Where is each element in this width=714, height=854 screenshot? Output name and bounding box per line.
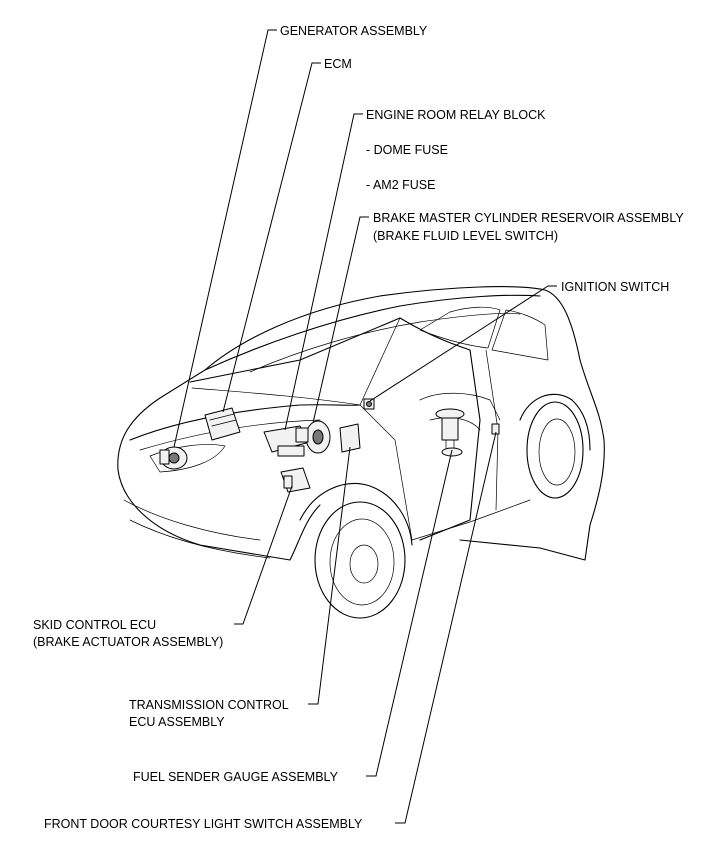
label-am2-fuse: - AM2 FUSE xyxy=(366,178,435,192)
leader-skid-control xyxy=(234,485,293,625)
fuel-sender-gauge-part xyxy=(435,408,465,457)
ignition-switch-part xyxy=(363,398,375,410)
label-generator-assembly: GENERATOR ASSEMBLY xyxy=(280,24,428,38)
label-ignition-switch: IGNITION SWITCH xyxy=(561,280,669,294)
leader-transmission xyxy=(308,446,351,705)
brake-master-cylinder-part xyxy=(295,420,331,454)
car-illustration xyxy=(117,286,605,619)
leader-door-courtesy xyxy=(395,431,497,824)
transmission-control-ecu-part xyxy=(339,423,361,453)
label-fuel-sender-gauge: FUEL SENDER GAUGE ASSEMBLY xyxy=(133,770,339,784)
leader-ignition-switch xyxy=(369,285,557,402)
label-transmission-line1: TRANSMISSION CONTROL xyxy=(129,698,289,712)
generator-assembly-part xyxy=(159,446,188,470)
label-door-courtesy-switch: FRONT DOOR COURTESY LIGHT SWITCH ASSEMBL… xyxy=(44,817,363,831)
label-ecm: ECM xyxy=(324,57,352,71)
label-dome-fuse: - DOME FUSE xyxy=(366,143,448,157)
ecm-part xyxy=(204,407,241,441)
leader-fuel-sender xyxy=(366,449,453,777)
label-brake-reservoir-line1: BRAKE MASTER CYLINDER RESERVOIR ASSEMBLY xyxy=(373,211,684,225)
label-skid-control-line1: SKID CONTROL ECU xyxy=(33,618,156,632)
leader-relay-block xyxy=(284,113,363,431)
leader-lines xyxy=(173,29,557,824)
skid-control-ecu-part xyxy=(280,467,311,493)
label-brake-reservoir-line2: (BRAKE FLUID LEVEL SWITCH) xyxy=(373,229,558,243)
label-transmission-line2: ECU ASSEMBLY xyxy=(129,715,225,729)
leader-generator xyxy=(173,29,277,448)
leader-brake-reservoir xyxy=(312,216,369,424)
leader-ecm xyxy=(222,62,321,413)
labels: GENERATOR ASSEMBLY ECM ENGINE ROOM RELAY… xyxy=(33,24,684,831)
label-skid-control-line2: (BRAKE ACTUATOR ASSEMBLY) xyxy=(33,635,223,649)
label-engine-room-relay-block: ENGINE ROOM RELAY BLOCK xyxy=(366,108,546,122)
